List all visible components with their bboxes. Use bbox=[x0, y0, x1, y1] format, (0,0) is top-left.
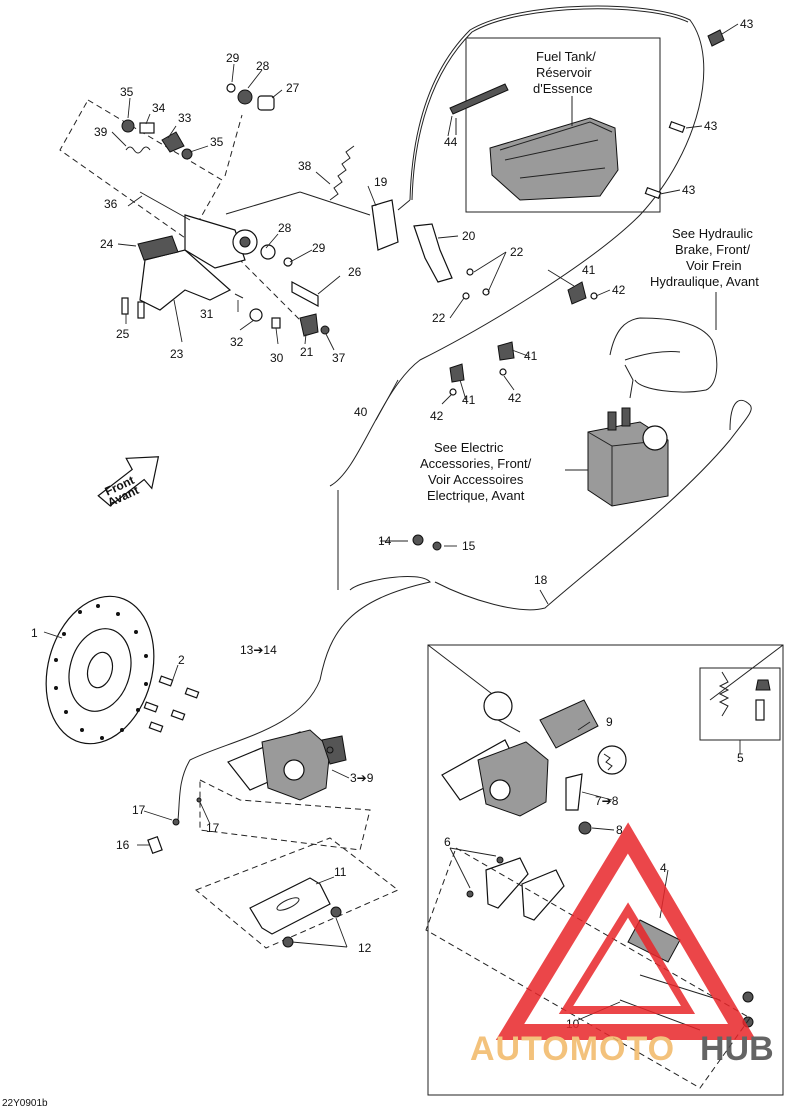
callout-32: 32 bbox=[230, 335, 244, 349]
callout-41a: 41 bbox=[582, 263, 596, 277]
callout-39: 39 bbox=[94, 125, 108, 139]
callout-20: 20 bbox=[462, 229, 476, 243]
automotohub-watermark: AUTOMOTO HUB bbox=[470, 822, 774, 1068]
callout-24: 24 bbox=[100, 237, 114, 251]
callout-12: 12 bbox=[358, 941, 372, 955]
svg-text:Réservoir: Réservoir bbox=[536, 65, 592, 80]
callout-22b: 22 bbox=[432, 311, 446, 325]
svg-text:Voir Accessoires: Voir Accessoires bbox=[428, 472, 524, 487]
watermark-text-a: AUTOMOTO bbox=[470, 1030, 675, 1068]
callout-40: 40 bbox=[354, 405, 368, 419]
svg-text:See Hydraulic: See Hydraulic bbox=[672, 226, 753, 241]
callout-33: 33 bbox=[178, 111, 192, 125]
caliper-assembly bbox=[199, 729, 371, 851]
callout-38: 38 bbox=[298, 159, 312, 173]
detail-box bbox=[425, 644, 784, 1096]
caliper-bracket bbox=[195, 837, 399, 949]
watermark-text-b: HUB bbox=[700, 1030, 774, 1068]
line-clips bbox=[449, 29, 725, 396]
callout-2: 2 bbox=[178, 653, 185, 667]
fuel-tank-note: Fuel Tank/ Réservoir d'Essence bbox=[533, 49, 596, 96]
callout-22a: 22 bbox=[510, 245, 524, 259]
hydraulic-note: See Hydraulic Brake, Front/ Voir Frein H… bbox=[650, 226, 759, 330]
callout-9: 9 bbox=[606, 715, 613, 729]
callout-35a: 35 bbox=[120, 85, 134, 99]
pedal-assembly bbox=[59, 83, 490, 337]
callout-18: 18 bbox=[534, 573, 548, 587]
callout-21: 21 bbox=[300, 345, 314, 359]
callout-17a: 17 bbox=[132, 803, 146, 817]
abs-module bbox=[587, 364, 669, 507]
callout-15: 15 bbox=[462, 539, 476, 553]
callout-42a: 42 bbox=[612, 283, 626, 297]
callout-1: 1 bbox=[31, 626, 38, 640]
callout-23: 23 bbox=[170, 347, 184, 361]
callout-8: 8 bbox=[616, 823, 623, 837]
electric-note: See Electric Accessories, Front/ Voir Ac… bbox=[420, 440, 588, 503]
svg-text:d'Essence: d'Essence bbox=[533, 81, 593, 96]
svg-text:Hydraulique, Avant: Hydraulique, Avant bbox=[650, 274, 759, 289]
svg-text:Accessories, Front/: Accessories, Front/ bbox=[420, 456, 532, 471]
callout-35b: 35 bbox=[210, 135, 224, 149]
callout-37: 37 bbox=[332, 351, 346, 365]
callout-leaders bbox=[43, 23, 741, 1021]
fuel-tank-group: Fuel Tank/ Réservoir d'Essence 44 bbox=[444, 37, 661, 213]
callout-7-8: 7➔8 bbox=[595, 794, 619, 808]
callout-36: 36 bbox=[104, 197, 118, 211]
callout-31: 31 bbox=[200, 307, 214, 321]
callout-28b: 28 bbox=[278, 221, 292, 235]
callout-43b: 43 bbox=[704, 119, 718, 133]
callout-19: 19 bbox=[374, 175, 388, 189]
front-direction-arrow: Front Avant bbox=[97, 456, 160, 510]
callout-4: 4 bbox=[660, 861, 667, 875]
callout-42b: 42 bbox=[508, 391, 522, 405]
callout-41b: 41 bbox=[524, 349, 538, 363]
callout-6: 6 bbox=[444, 835, 451, 849]
callout-43c: 43 bbox=[682, 183, 696, 197]
callout-28a: 28 bbox=[256, 59, 270, 73]
svg-text:Brake, Front/: Brake, Front/ bbox=[675, 242, 751, 257]
callout-41c: 41 bbox=[462, 393, 476, 407]
brake-lines bbox=[177, 5, 752, 821]
brake-disc bbox=[45, 595, 200, 745]
callout-44: 44 bbox=[444, 135, 458, 149]
svg-text:See Electric: See Electric bbox=[434, 440, 504, 455]
callout-5: 5 bbox=[737, 751, 744, 765]
diagram-code: 22Y0901b bbox=[2, 1098, 48, 1109]
callout-29b: 29 bbox=[312, 241, 326, 255]
svg-text:Fuel Tank/: Fuel Tank/ bbox=[536, 49, 596, 64]
callout-42c: 42 bbox=[430, 409, 444, 423]
callout-25: 25 bbox=[116, 327, 130, 341]
callout-30: 30 bbox=[270, 351, 284, 365]
fittings bbox=[147, 534, 442, 855]
callout-3-9: 3➔9 bbox=[350, 771, 374, 785]
callout-14: 14 bbox=[378, 534, 392, 548]
svg-text:Electrique, Avant: Electrique, Avant bbox=[427, 488, 525, 503]
callout-29a: 29 bbox=[226, 51, 240, 65]
callout-27: 27 bbox=[286, 81, 300, 95]
callout-34: 34 bbox=[152, 101, 166, 115]
callout-17b: 17 bbox=[206, 821, 220, 835]
callout-26: 26 bbox=[348, 265, 362, 279]
callout-11: 11 bbox=[334, 865, 347, 879]
callout-16: 16 bbox=[116, 838, 130, 852]
callout-43a: 43 bbox=[740, 17, 754, 31]
callout-13-14: 13➔14 bbox=[240, 643, 277, 657]
svg-text:Voir Frein: Voir Frein bbox=[686, 258, 742, 273]
